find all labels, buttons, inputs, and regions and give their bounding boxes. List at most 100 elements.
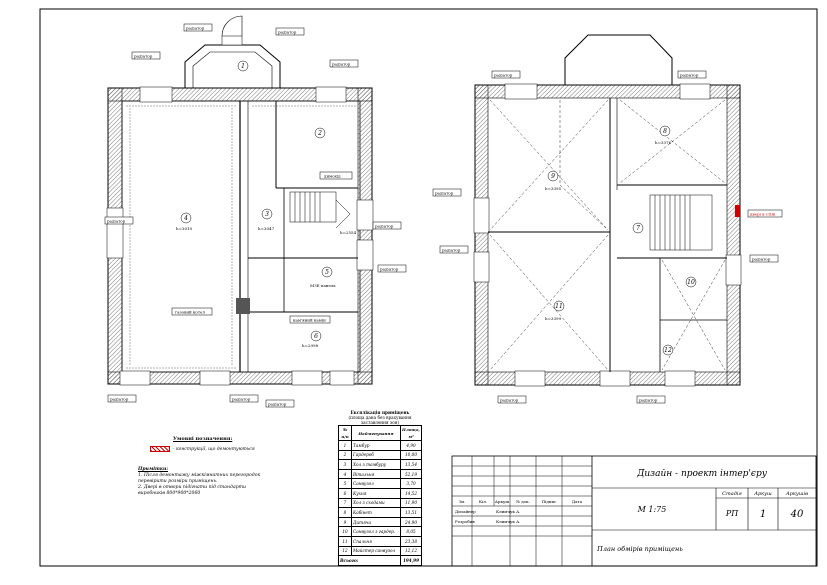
room-number-8: 8 — [663, 128, 667, 135]
sheet-name: План обмірів приміщень — [596, 545, 683, 553]
room-number-4: 4 — [183, 215, 188, 222]
height-room-8: h=3376 — [655, 140, 672, 145]
radiator-label: радіатор — [442, 248, 461, 253]
radiator-label: радіатор — [134, 54, 153, 59]
cell: 12,12 — [400, 545, 422, 557]
height-room-2: h=2554 — [340, 230, 357, 235]
radiator-label: радіатор — [332, 62, 351, 67]
cell: Тамбур — [351, 440, 401, 451]
project-title: Дизайн - проект інтер'єру — [636, 469, 768, 479]
radiator-tags — [104, 23, 779, 408]
cell: 6 — [338, 487, 352, 499]
cell: 11,90 — [400, 497, 422, 509]
cell: 12 — [338, 545, 352, 557]
cell: 8,05 — [400, 526, 422, 537]
table-header-row: № п/п Найменування Площа, м² — [338, 425, 422, 441]
legend-item: - конструкції, що демонтуються — [173, 446, 255, 452]
cell: Кухня — [351, 487, 401, 499]
room-number-1: 1 — [241, 63, 245, 70]
col-area: Площа, м² — [400, 425, 422, 441]
room-number-5: 5 — [325, 269, 329, 276]
radiator-label: радіатор — [494, 73, 513, 78]
sheet-header: Аркуш — [753, 491, 772, 497]
notes-line: перевірити розміри приміщень. — [138, 479, 218, 484]
cell: 13,54 — [400, 459, 422, 470]
cell: Санвузол з гардер. — [351, 526, 401, 537]
cell: 10 — [338, 526, 352, 537]
notes: Примітки: 1. Після демонтажу міжкімнатни… — [138, 467, 288, 497]
legend: Умовні позначення: - конструкції, що дем… — [138, 436, 298, 452]
room-number-9: 9 — [551, 173, 555, 180]
total-value: 194,99 — [400, 555, 422, 566]
demolition-swatch — [150, 446, 170, 452]
cell: Дитяча — [351, 516, 401, 528]
cell: 4,90 — [400, 440, 422, 451]
total-label: Всього: — [338, 555, 401, 566]
sheets-value: 40 — [790, 509, 804, 520]
cell: 23,38 — [400, 535, 422, 547]
radiator-label: радіатор — [107, 219, 126, 224]
room-number-3: 3 — [265, 211, 269, 218]
room-number-11: 11 — [555, 303, 563, 310]
radiator-label: радіатор — [110, 397, 129, 402]
radiator-label: радіатор — [435, 191, 454, 196]
explication-sub1: (площа дана без врахування — [348, 415, 412, 420]
cell: 13,51 — [400, 507, 422, 518]
cell: 10,00 — [400, 449, 422, 461]
height-room-6: h=2998 — [302, 343, 319, 348]
explication-title: Експлікація приміщень — [350, 410, 410, 415]
room-number-7: 7 — [636, 225, 640, 232]
stone-wall-label: кам'яний камін — [293, 318, 326, 323]
sig-header-sign: Підпис — [542, 499, 558, 504]
name-developer: Климчук А. — [496, 519, 520, 524]
cell: 11 — [338, 535, 352, 547]
radiator-label: радіатор — [278, 30, 297, 35]
sig-header-kil: Кіл. — [479, 499, 487, 504]
sig-header-doc: № док. — [516, 499, 530, 504]
cell: Кабінет — [351, 507, 401, 518]
table-total-row: Всього: 194,99 — [338, 555, 422, 566]
role-designer: Дизайнер — [455, 509, 476, 514]
cell: Майстер санвузол — [351, 545, 401, 557]
room-number-12: 12 — [664, 347, 672, 354]
stage-header: Стадія — [722, 491, 742, 497]
cell: 24,90 — [400, 516, 422, 528]
cell: Санвузол — [351, 478, 401, 489]
wall-door-label: двері в стіні — [750, 212, 776, 217]
room-number-6: 6 — [314, 333, 318, 340]
height-room-3: h=3047 — [258, 226, 275, 231]
name-designer: Климчук А. — [496, 509, 520, 514]
cell: 1 — [338, 440, 352, 451]
radiator-label: радіатор — [232, 397, 251, 402]
cell: 5 — [338, 478, 352, 489]
cell: 4 — [338, 468, 352, 480]
cell: Вітальня — [351, 468, 401, 480]
scale-label: М 1:75 — [637, 505, 667, 514]
radiator-labels: радіатор радіатор радіатор радіатор раді… — [107, 26, 771, 407]
sig-header-zm: Зм. — [459, 499, 466, 504]
sheet-frame — [39, 8, 818, 567]
radiator-label: радіатор — [639, 398, 658, 403]
height-room-9: h=3395 — [545, 186, 562, 191]
role-developer: Розробив — [455, 519, 475, 524]
radiator-label: радіатор — [680, 73, 699, 78]
title-block — [451, 455, 817, 567]
room-number-2: 2 — [317, 130, 322, 137]
other-tags: димохід газовий котел кам'яний камін МЗЕ… — [171, 171, 783, 324]
col-name: Найменування — [351, 425, 401, 441]
cell: Спальня — [351, 535, 401, 547]
cell: 9 — [338, 516, 352, 528]
cell: Гардероб — [351, 449, 401, 461]
notes-line: виробників 800*900*2060 — [138, 491, 201, 496]
stage-value: РП — [725, 509, 739, 518]
cell: 3 — [338, 459, 352, 470]
